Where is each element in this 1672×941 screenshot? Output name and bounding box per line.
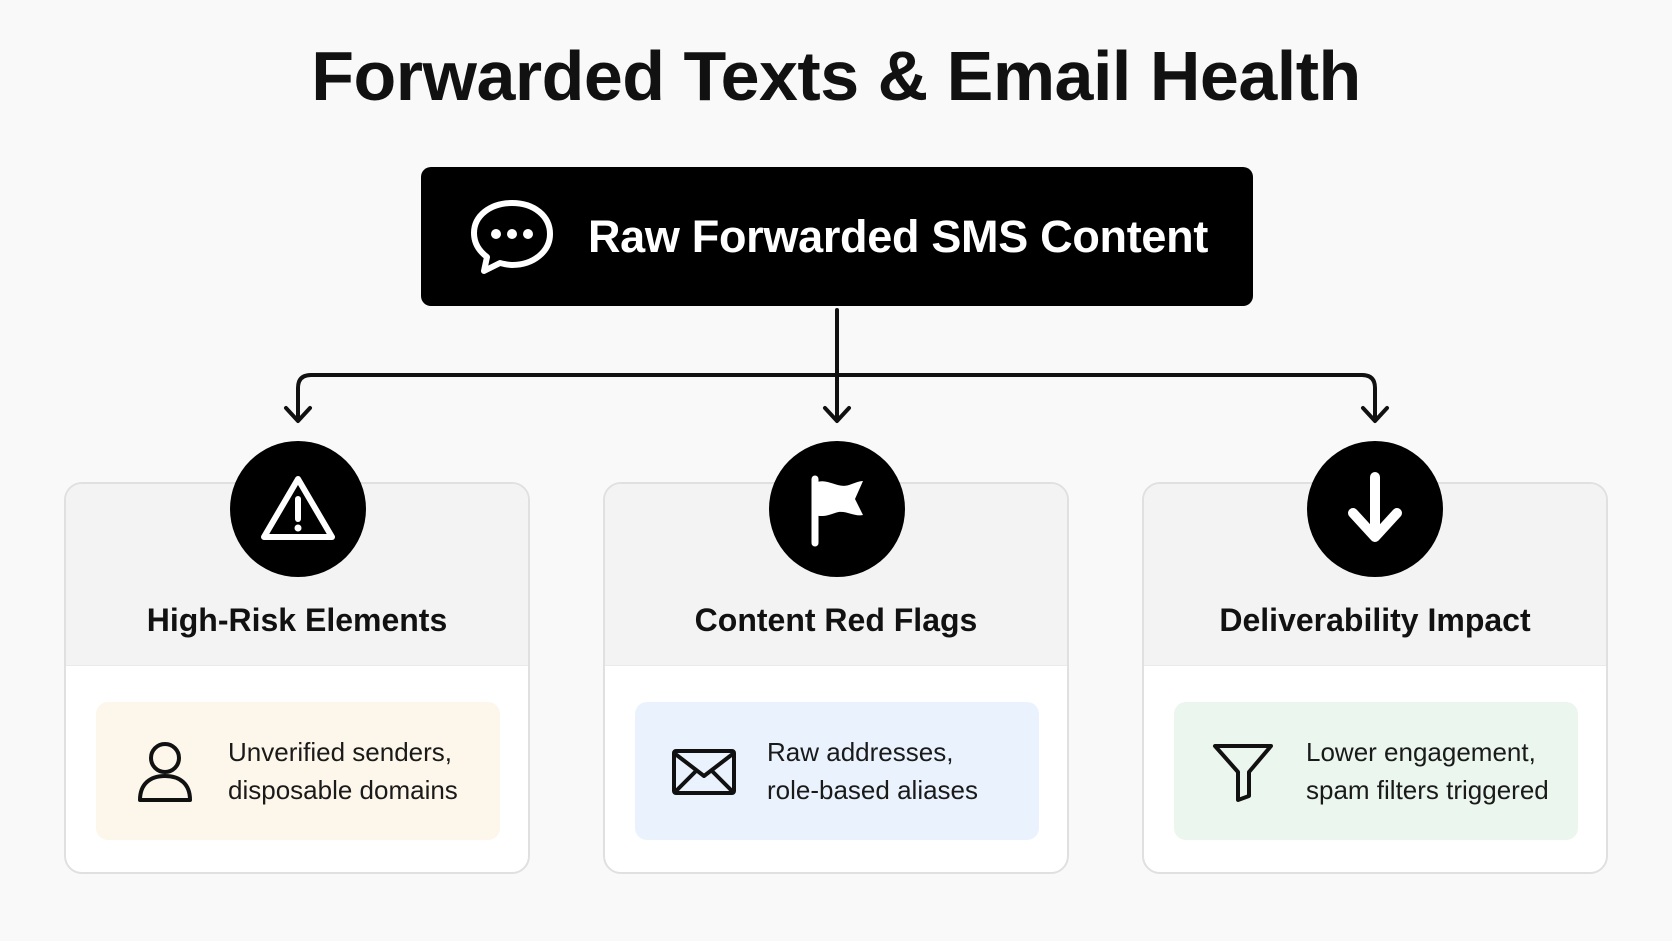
item-text-line: role-based aliases — [767, 775, 979, 805]
chat-bubble-icon — [470, 199, 553, 274]
item-text-line: Unverified senders, — [228, 737, 452, 767]
card-title: Content Red Flags — [694, 602, 978, 638]
card-item: Raw addresses, role-based aliases — [635, 702, 1039, 840]
badge-arrow-down — [1307, 441, 1443, 577]
item-text-line: Lower engagement, — [1306, 737, 1536, 767]
card-item: Lower engagement, spam filters triggered — [1174, 702, 1578, 840]
badge-warning — [230, 441, 366, 577]
warning-triangle-icon — [261, 476, 335, 540]
arrow-down-icon — [1348, 472, 1402, 542]
card-header: High-Risk Elements — [66, 484, 528, 666]
item-text-line: Raw addresses, — [767, 737, 954, 767]
card-item: Unverified senders, disposable domains — [96, 702, 500, 840]
root-label: Raw Forwarded SMS Content — [587, 210, 1209, 262]
page-title: Forwarded Texts & Email Health — [311, 37, 1361, 115]
flag-icon — [811, 475, 863, 547]
envelope-icon — [672, 749, 736, 795]
card-item-text: Unverified senders, disposable domains — [228, 733, 498, 809]
item-text-line: spam filters triggered — [1306, 775, 1549, 805]
card-item-text: Raw addresses, role-based aliases — [767, 733, 1037, 809]
card-title: High-Risk Elements — [146, 602, 448, 638]
root-node: Raw Forwarded SMS Content — [421, 167, 1253, 306]
user-icon — [138, 742, 192, 802]
card-title: Deliverability Impact — [1219, 602, 1531, 638]
filter-icon — [1213, 744, 1273, 802]
badge-flag — [769, 441, 905, 577]
card-item-text: Lower engagement, spam filters triggered — [1306, 733, 1576, 809]
item-text-line: disposable domains — [228, 775, 458, 805]
